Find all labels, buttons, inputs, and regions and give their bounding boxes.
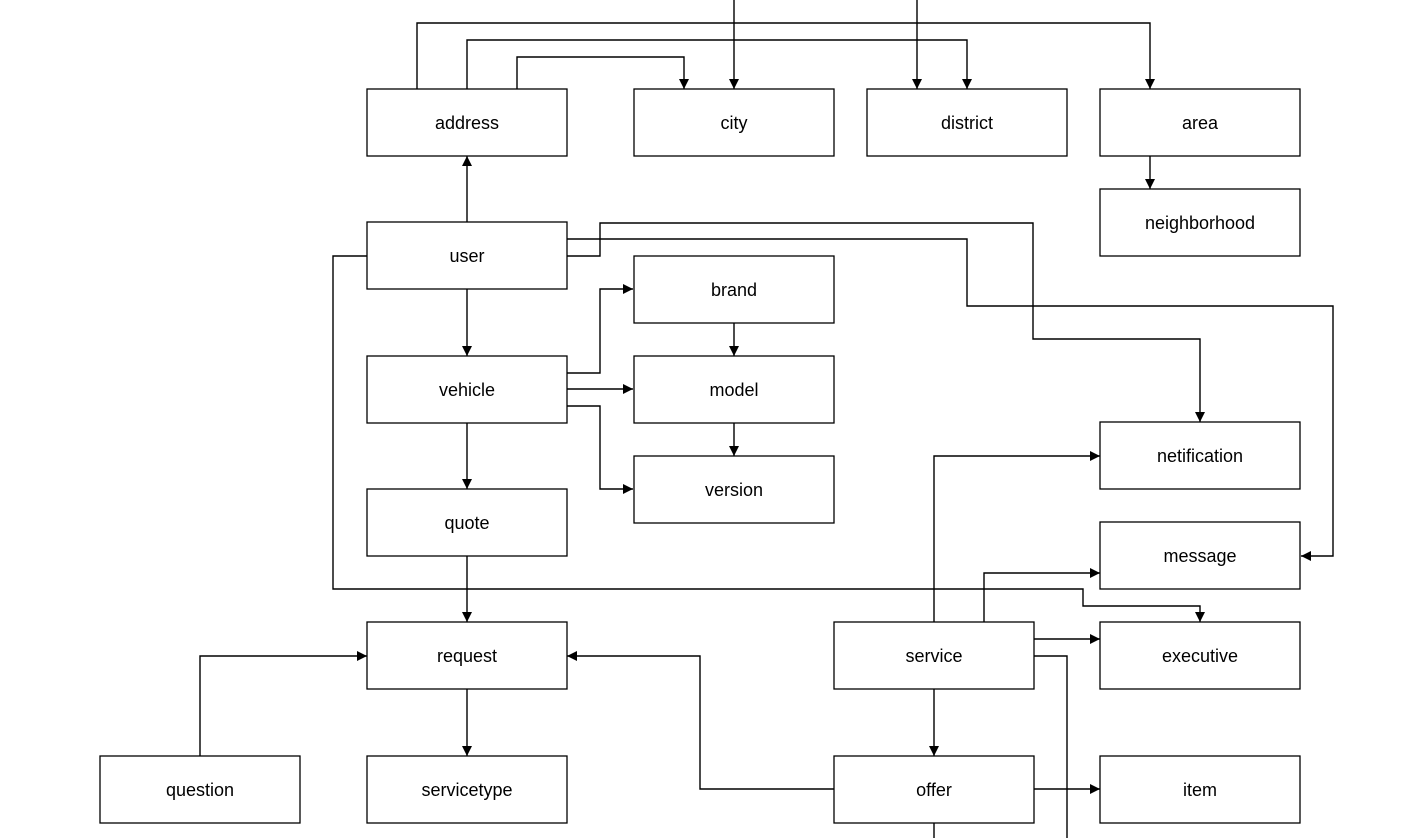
edges bbox=[199, 0, 1334, 838]
node-label: message bbox=[1163, 546, 1236, 566]
node-address[interactable]: address bbox=[366, 88, 568, 157]
node-label: vehicle bbox=[439, 380, 495, 400]
node-label: request bbox=[437, 646, 497, 666]
node-label: address bbox=[435, 113, 499, 133]
edge-user-executive bbox=[332, 255, 1205, 622]
edge-service-netification bbox=[933, 451, 1100, 622]
edge-offer-request bbox=[567, 651, 834, 790]
node-label: version bbox=[705, 480, 763, 500]
node-netification[interactable]: netification bbox=[1099, 421, 1301, 490]
node-label: servicetype bbox=[421, 780, 512, 800]
node-label: neighborhood bbox=[1145, 213, 1255, 233]
node-label: area bbox=[1182, 113, 1219, 133]
node-version[interactable]: version bbox=[633, 455, 835, 524]
node-question[interactable]: question bbox=[99, 755, 301, 824]
node-area[interactable]: area bbox=[1099, 88, 1301, 157]
node-brand[interactable]: brand bbox=[633, 255, 835, 324]
node-request[interactable]: request bbox=[366, 621, 568, 690]
node-item[interactable]: item bbox=[1099, 755, 1301, 824]
node-city[interactable]: city bbox=[633, 88, 835, 157]
node-label: service bbox=[905, 646, 962, 666]
node-offer[interactable]: offer bbox=[833, 755, 1035, 824]
edge-address-district bbox=[466, 39, 972, 89]
node-label: offer bbox=[916, 780, 952, 800]
edge-question-request bbox=[199, 651, 367, 756]
edge-user-message bbox=[567, 238, 1334, 561]
node-district[interactable]: district bbox=[866, 88, 1068, 157]
edge-user-netification bbox=[567, 222, 1205, 422]
edge-service-message bbox=[983, 568, 1100, 622]
node-service[interactable]: service bbox=[833, 621, 1035, 690]
node-label: user bbox=[449, 246, 484, 266]
node-label: netification bbox=[1157, 446, 1243, 466]
node-vehicle[interactable]: vehicle bbox=[366, 355, 568, 424]
edge-service-outgoing bbox=[1034, 655, 1068, 838]
node-user[interactable]: user bbox=[366, 221, 568, 290]
node-label: executive bbox=[1162, 646, 1238, 666]
node-neighborhood[interactable]: neighborhood bbox=[1099, 188, 1301, 257]
node-label: model bbox=[709, 380, 758, 400]
node-executive[interactable]: executive bbox=[1099, 621, 1301, 690]
edge-vehicle-version bbox=[567, 405, 633, 494]
edge-address-city bbox=[516, 56, 689, 89]
node-label: district bbox=[941, 113, 993, 133]
node-quote[interactable]: quote bbox=[366, 488, 568, 557]
node-label: item bbox=[1183, 780, 1217, 800]
edge-vehicle-brand bbox=[567, 284, 633, 374]
node-label: question bbox=[166, 780, 234, 800]
nodes: address city district area neighborhood … bbox=[99, 88, 1301, 824]
edge-address-area bbox=[416, 22, 1155, 89]
node-label: quote bbox=[444, 513, 489, 533]
node-message[interactable]: message bbox=[1099, 521, 1301, 590]
node-servicetype[interactable]: servicetype bbox=[366, 755, 568, 824]
node-label: brand bbox=[711, 280, 757, 300]
node-label: city bbox=[721, 113, 748, 133]
node-model[interactable]: model bbox=[633, 355, 835, 424]
